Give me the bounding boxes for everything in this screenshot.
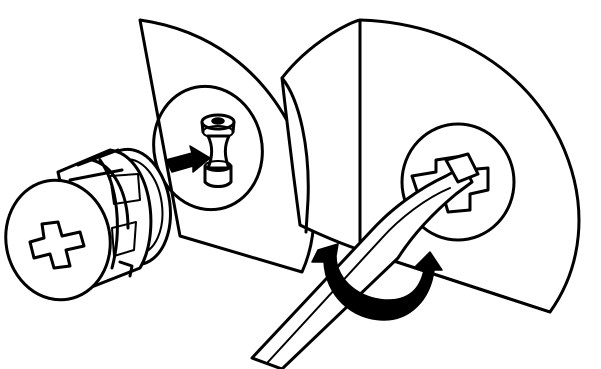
cam-lock-housing (0, 144, 178, 308)
pin-hex-socket (212, 118, 224, 124)
